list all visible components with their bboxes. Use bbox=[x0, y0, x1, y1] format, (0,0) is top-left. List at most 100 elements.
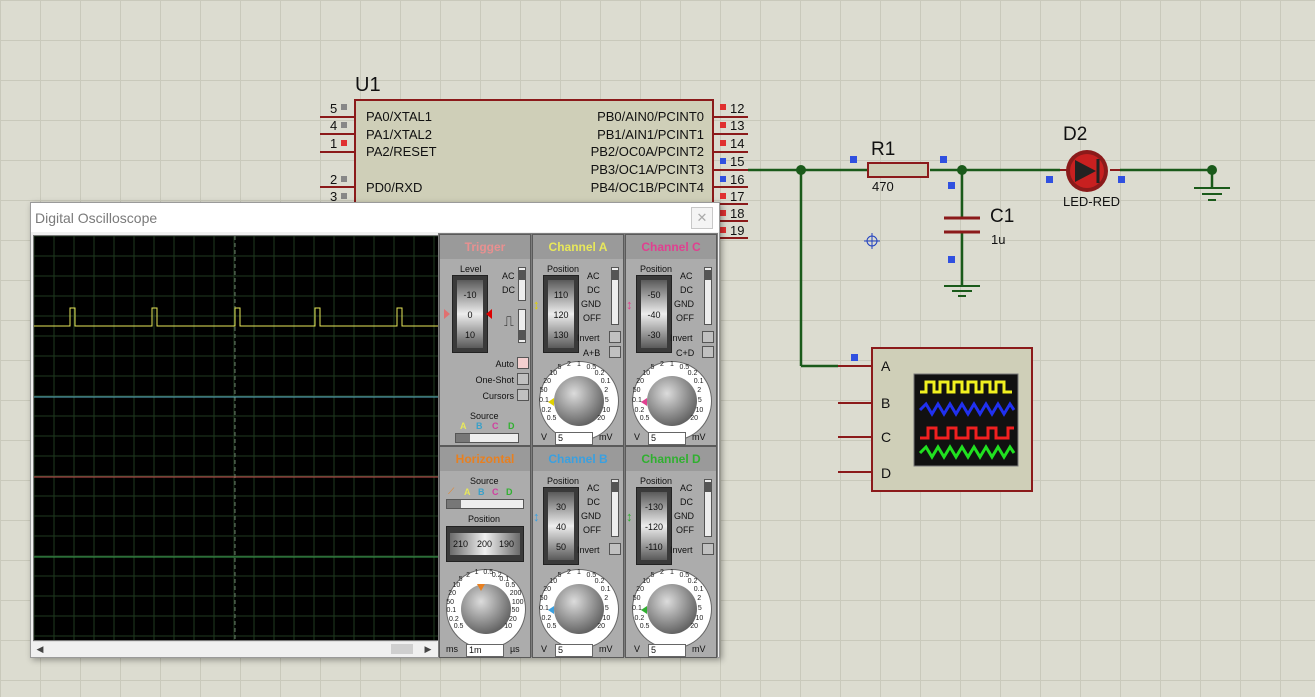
channel-d-panel: Channel D Position -130 -120 -110 ↕ AC D… bbox=[625, 446, 717, 658]
drum-value: 30 bbox=[555, 502, 566, 512]
channel-a-mode-switch[interactable] bbox=[611, 267, 619, 325]
u1-ref-label: U1 bbox=[355, 74, 381, 96]
u1-pin-name: PB2/OC0A/PCINT2 bbox=[590, 144, 704, 159]
ground-icon bbox=[944, 285, 980, 297]
horizontal-source-slider[interactable] bbox=[446, 499, 524, 509]
scroll-left-icon[interactable]: ◀ bbox=[36, 644, 44, 654]
horizontal-scrollbar[interactable]: ◀ ▶ bbox=[33, 641, 437, 656]
trigger-cursors-button[interactable] bbox=[517, 389, 529, 401]
knob-tick-label: 5 bbox=[650, 572, 655, 580]
channel-a-position-drum[interactable]: 110 120 130 bbox=[543, 275, 579, 353]
knob-tick-label: 0.2 bbox=[541, 614, 552, 622]
trigger-oneshot-button[interactable] bbox=[517, 373, 529, 385]
knob-tick-label: 2 bbox=[567, 361, 571, 369]
channel-c-position-drum[interactable]: -50 -40 -30 bbox=[636, 275, 672, 353]
u1-chip-body[interactable] bbox=[354, 99, 714, 211]
channel-b-mode-dc: DC bbox=[587, 497, 600, 507]
led-red-icon[interactable] bbox=[1060, 150, 1120, 192]
scrollbar-thumb[interactable] bbox=[391, 644, 413, 654]
channel-a-invert-button[interactable] bbox=[609, 331, 621, 343]
u1-pin-num: 5 bbox=[330, 101, 338, 116]
knob-tick-label: 50 bbox=[511, 607, 520, 615]
ramp-icon: ⟋ bbox=[448, 486, 455, 496]
channel-d-invert-button[interactable] bbox=[702, 543, 714, 555]
knob-tick-label: 2 bbox=[697, 387, 702, 395]
scope-gridlines bbox=[33, 235, 438, 640]
u1-right-pin-markers bbox=[720, 104, 726, 233]
horizontal-position-drum[interactable]: 210 200 190 bbox=[446, 526, 524, 562]
channel-c-value-field[interactable]: 5 bbox=[648, 432, 686, 445]
channel-d-position-drum[interactable]: -130 -120 -110 bbox=[636, 487, 672, 565]
drum-value: 40 bbox=[555, 522, 566, 532]
channel-d-mode-switch[interactable] bbox=[704, 479, 712, 537]
channel-c-invert-label: Invert bbox=[670, 333, 693, 343]
r1-resistor-body[interactable] bbox=[867, 162, 929, 178]
u1-pin-num: 17 bbox=[730, 189, 745, 204]
channel-c-invert-button[interactable] bbox=[702, 331, 714, 343]
channel-a-combine-button[interactable] bbox=[609, 346, 621, 358]
pin-marker bbox=[940, 156, 947, 163]
horizontal-source-label: Source bbox=[470, 476, 499, 486]
channel-b-mode-off: OFF bbox=[583, 525, 601, 535]
channel-b-position-drum[interactable]: 30 40 50 bbox=[543, 487, 579, 565]
channel-c-mode-switch[interactable] bbox=[704, 267, 712, 325]
knob-tick-label: 100 bbox=[511, 598, 524, 606]
channel-b-value-field[interactable]: 5 bbox=[555, 644, 593, 657]
trigger-auto-button[interactable] bbox=[517, 357, 529, 369]
u1-pin-num: 15 bbox=[730, 154, 745, 169]
oscilloscope-window[interactable]: Digital Oscilloscope ✕ ◀ ▶ Trigger Level… bbox=[30, 202, 720, 658]
drum-value: 10 bbox=[464, 330, 475, 340]
u1-pin-num: 4 bbox=[330, 118, 338, 133]
pin-marker bbox=[948, 182, 955, 189]
scope-display[interactable] bbox=[33, 235, 439, 641]
knob-tick-label: 50 bbox=[446, 598, 454, 606]
knob-tick-label: 5 bbox=[604, 397, 609, 405]
channel-a-value-field[interactable]: 5 bbox=[555, 432, 593, 445]
unit-label: V bbox=[634, 432, 641, 442]
knob-tick-label: 0.5 bbox=[679, 572, 690, 580]
trigger-source-slider[interactable] bbox=[455, 433, 519, 443]
channel-c-range-footer: V 5 mV bbox=[632, 432, 712, 445]
drum-value: 210 bbox=[453, 539, 469, 549]
knob-tick-label: 0.5 bbox=[639, 623, 650, 631]
knob-tick-label: 2 bbox=[660, 569, 664, 577]
channel-b-range-footer: V 5 mV bbox=[539, 644, 619, 657]
channel-a-range-footer: V 5 mV bbox=[539, 432, 619, 445]
horizontal-value-field[interactable]: 1m bbox=[466, 644, 504, 657]
knob-pointer-icon bbox=[548, 398, 554, 406]
u1-pin-name: PB1/AIN1/PCINT1 bbox=[597, 127, 704, 142]
channel-a-mode-ac: AC bbox=[587, 271, 600, 281]
channel-c-mode-dc: DC bbox=[680, 285, 693, 295]
trigger-level-drum[interactable]: -10 0 10 bbox=[452, 275, 488, 353]
unit-label: mV bbox=[692, 432, 706, 442]
knob-tick-label: 200 bbox=[509, 590, 522, 598]
channel-c-combine-button[interactable] bbox=[702, 346, 714, 358]
horizontal-title: Horizontal bbox=[440, 447, 530, 471]
knob-tick-label: 5 bbox=[458, 576, 463, 584]
knob-tick-label: 0.5 bbox=[483, 569, 494, 577]
channel-d-value-field[interactable]: 5 bbox=[648, 644, 686, 657]
close-icon[interactable]: ✕ bbox=[691, 207, 713, 229]
u1-pin-num: 14 bbox=[730, 136, 745, 151]
unit-label: µs bbox=[510, 644, 520, 654]
knob-tick-label: 5 bbox=[697, 605, 702, 613]
scroll-right-icon[interactable]: ▶ bbox=[424, 644, 432, 654]
drum-value: -40 bbox=[647, 310, 661, 320]
knob-tick-label: 20 bbox=[690, 415, 699, 423]
channel-a-invert-label: Invert bbox=[577, 333, 600, 343]
scope-input-pins bbox=[838, 365, 872, 473]
knob-tick-label: 0.1 bbox=[693, 377, 704, 385]
channel-b-invert-button[interactable] bbox=[609, 543, 621, 555]
channel-b-mode-switch[interactable] bbox=[611, 479, 619, 537]
channel-c-mode-off: OFF bbox=[676, 313, 694, 323]
oscilloscope-titlebar[interactable]: Digital Oscilloscope ✕ bbox=[31, 203, 719, 232]
trigger-edge-switch[interactable] bbox=[518, 309, 526, 343]
channel-c-combine-label: C+D bbox=[676, 348, 695, 358]
trigger-coupling-switch[interactable] bbox=[518, 267, 526, 301]
